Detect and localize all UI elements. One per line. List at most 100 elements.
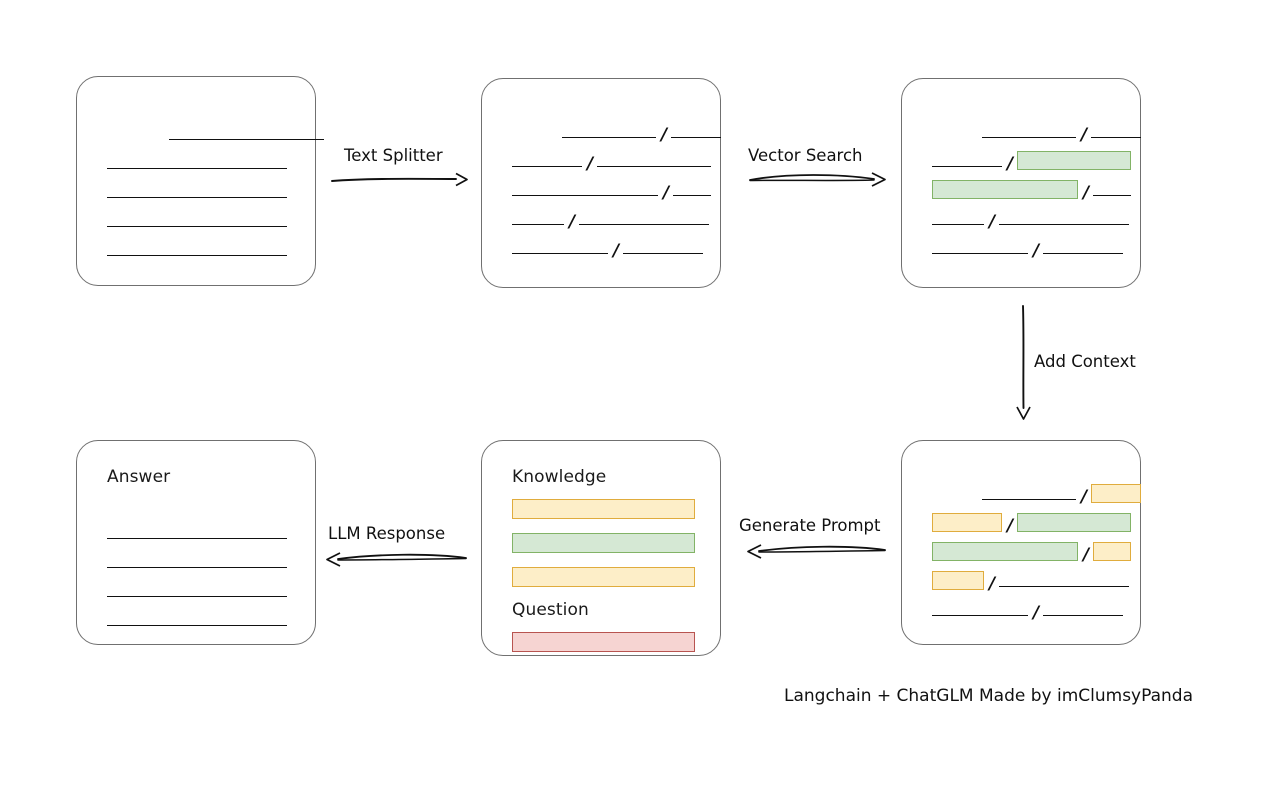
chunk-separator: / bbox=[1033, 603, 1040, 623]
chunk-separator: / bbox=[989, 574, 996, 594]
text-line bbox=[673, 194, 712, 196]
chunk-separator: / bbox=[1083, 183, 1090, 203]
text-line bbox=[512, 223, 564, 225]
arrow-label-vector-search: Vector Search bbox=[748, 146, 863, 165]
text-line bbox=[597, 165, 712, 167]
doc-row: / bbox=[512, 225, 704, 261]
matched-chunks-body: / / / / / bbox=[932, 109, 1142, 263]
chunk-separator: / bbox=[663, 183, 670, 203]
doc-row bbox=[107, 169, 291, 198]
text-line bbox=[107, 537, 287, 539]
chunk-separator: / bbox=[1033, 241, 1040, 261]
knowledge-bar bbox=[512, 499, 695, 519]
doc-row bbox=[107, 198, 291, 227]
arrow-label-add-context: Add Context bbox=[1034, 352, 1136, 371]
doc-row bbox=[107, 140, 291, 169]
question-bar bbox=[512, 632, 695, 652]
text-line bbox=[579, 223, 710, 225]
arrow-label-generate-prompt: Generate Prompt bbox=[739, 516, 881, 535]
knowledge-bar bbox=[512, 567, 695, 587]
text-line bbox=[107, 624, 287, 626]
text-line bbox=[107, 254, 287, 256]
card-split-chunks[interactable]: / / / / / bbox=[481, 78, 722, 288]
chunk-separator: / bbox=[587, 154, 594, 174]
context-chunk-highlight bbox=[1093, 542, 1132, 561]
text-line bbox=[107, 566, 287, 568]
doc-row: / bbox=[512, 138, 712, 174]
text-line bbox=[562, 136, 656, 138]
line-spacer bbox=[932, 499, 982, 500]
chunk-separator: / bbox=[569, 212, 576, 232]
context-chunk-highlight bbox=[932, 513, 1002, 532]
line-spacer bbox=[107, 139, 169, 140]
card-prompt[interactable]: Knowledge Question bbox=[481, 440, 721, 656]
context-chunk-highlight bbox=[1091, 484, 1142, 503]
knowledge-bar bbox=[512, 533, 695, 553]
card-context-chunks[interactable]: / / / / / bbox=[901, 440, 1142, 645]
doc-row: / bbox=[932, 529, 1132, 565]
text-line bbox=[1043, 614, 1124, 616]
text-line bbox=[932, 614, 1028, 616]
arrow-label-llm-response: LLM Response bbox=[328, 524, 446, 543]
arrow-llm-response bbox=[326, 552, 467, 567]
chunk-separator: / bbox=[1083, 545, 1090, 565]
text-line bbox=[107, 225, 287, 227]
card-matched-chunks[interactable]: / / / / / bbox=[901, 78, 1142, 288]
text-line bbox=[982, 136, 1076, 138]
text-line bbox=[671, 136, 722, 138]
chunk-separator: / bbox=[661, 125, 668, 145]
chunk-separator: / bbox=[1007, 154, 1014, 174]
footer-credit: Langchain + ChatGLM Made by imClumsyPand… bbox=[784, 686, 1193, 706]
answer-body: Answer bbox=[107, 467, 291, 626]
doc-row: / bbox=[932, 138, 1132, 174]
line-spacer bbox=[932, 137, 982, 138]
text-line bbox=[999, 585, 1130, 587]
text-line bbox=[623, 252, 704, 254]
card-answer[interactable]: Answer bbox=[76, 440, 316, 645]
text-line bbox=[999, 223, 1130, 225]
arrow-add-context bbox=[1016, 305, 1031, 420]
context-chunks-body: / / / / / bbox=[932, 471, 1142, 623]
answer-row bbox=[107, 568, 291, 597]
answer-row bbox=[107, 539, 291, 568]
text-line bbox=[932, 165, 1002, 167]
doc-row: / bbox=[512, 196, 710, 232]
doc-row: / bbox=[932, 196, 1130, 231]
knowledge-label: Knowledge bbox=[512, 467, 607, 487]
matched-chunk-highlight bbox=[932, 542, 1078, 561]
split-chunks-body: / / / / / bbox=[512, 109, 722, 263]
text-line bbox=[169, 138, 324, 140]
line-spacer bbox=[512, 137, 562, 138]
text-line bbox=[982, 498, 1076, 500]
doc-row: / bbox=[932, 587, 1124, 623]
doc-row: / bbox=[512, 167, 712, 203]
prompt-body: Knowledge Question bbox=[512, 467, 695, 652]
matched-chunk-highlight bbox=[1017, 513, 1132, 532]
context-chunk-highlight bbox=[932, 571, 984, 590]
arrow-generate-prompt bbox=[747, 544, 886, 559]
doc-row: / bbox=[932, 558, 1130, 594]
chunk-separator: / bbox=[613, 241, 620, 261]
text-line bbox=[107, 167, 287, 169]
text-line bbox=[107, 196, 287, 198]
answer-row bbox=[107, 597, 291, 626]
arrow-text-splitter bbox=[331, 172, 468, 187]
doc-row bbox=[107, 111, 324, 140]
text-line bbox=[1093, 194, 1132, 196]
doc-row: / bbox=[512, 109, 722, 145]
text-line bbox=[1091, 136, 1142, 138]
text-line bbox=[512, 194, 658, 196]
text-line bbox=[932, 223, 984, 225]
card-source-document[interactable] bbox=[76, 76, 324, 286]
matched-chunk-highlight bbox=[1017, 151, 1132, 170]
source-document-body bbox=[107, 111, 324, 261]
chunk-separator: / bbox=[1081, 125, 1088, 145]
text-line bbox=[1043, 252, 1124, 254]
text-line bbox=[932, 252, 1028, 254]
doc-row: / bbox=[932, 167, 1132, 203]
doc-row: / bbox=[932, 225, 1124, 261]
doc-row: / bbox=[932, 109, 1142, 145]
answer-heading: Answer bbox=[107, 467, 171, 487]
doc-row: / bbox=[932, 500, 1132, 535]
text-line bbox=[512, 252, 608, 254]
